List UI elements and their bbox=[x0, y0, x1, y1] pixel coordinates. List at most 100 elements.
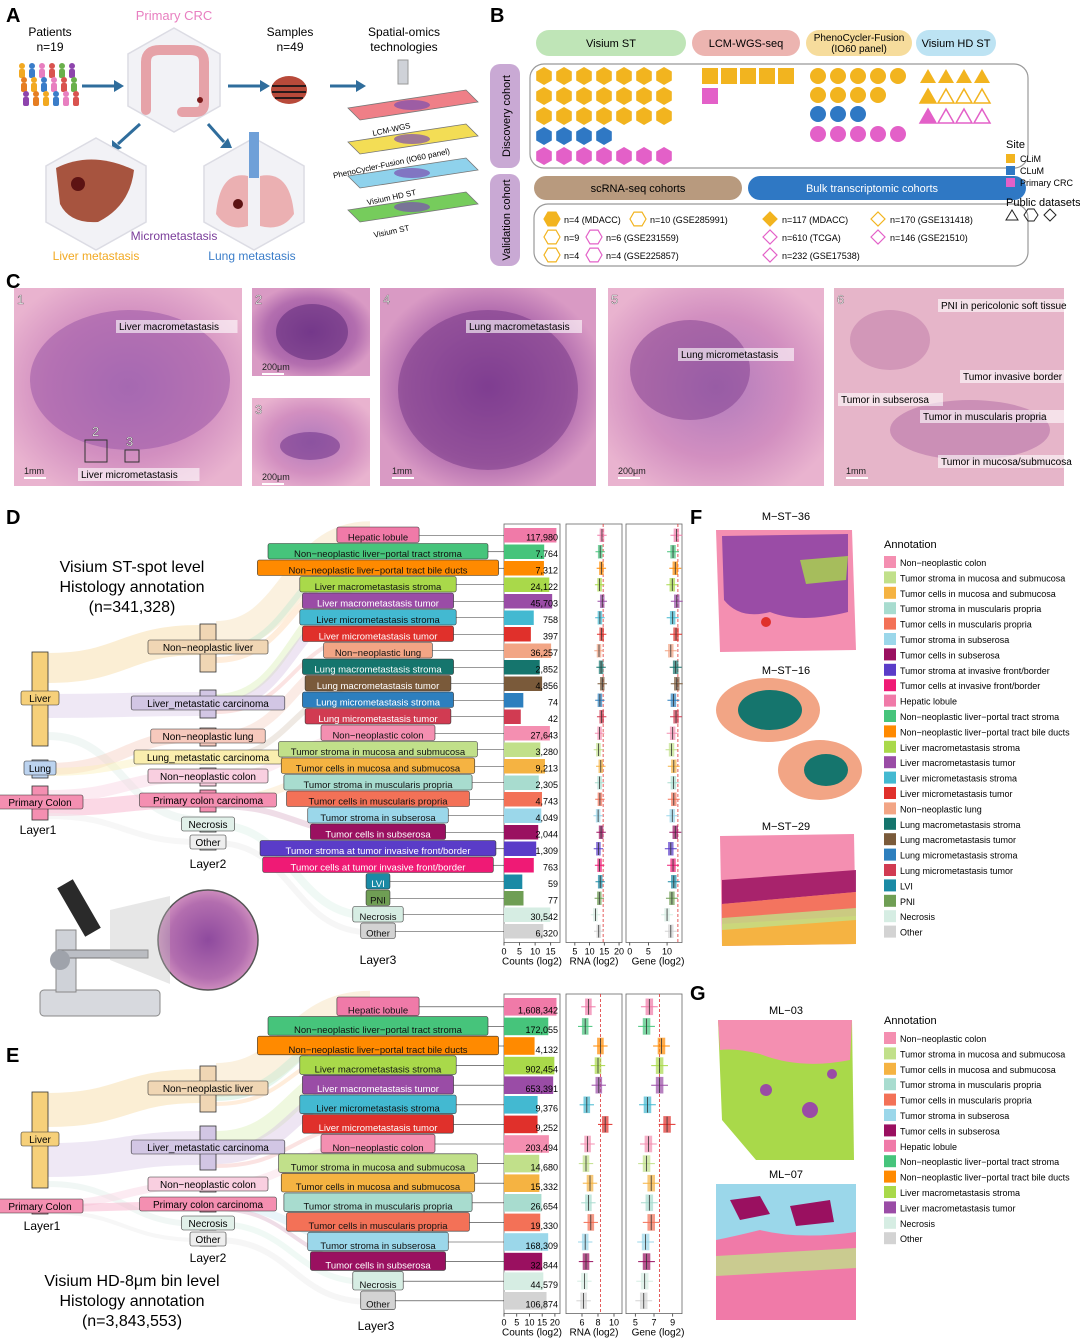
counts-label: 4,743 bbox=[535, 797, 558, 807]
tech-header-label: LCM-WGS-seq bbox=[709, 38, 784, 50]
samples-label: Samples bbox=[267, 25, 314, 39]
layer3-node-label-bg bbox=[286, 790, 470, 807]
legend-swatch bbox=[884, 571, 896, 584]
counts-label: 9,376 bbox=[535, 1104, 558, 1114]
sample-ml-03: ML−03 bbox=[769, 1005, 803, 1017]
diamond-marker bbox=[870, 229, 886, 245]
legend-label: Lung macrometastasis stroma bbox=[900, 820, 1021, 830]
legend-swatch bbox=[884, 1232, 896, 1245]
hexagon-marker bbox=[556, 67, 572, 85]
layer3-node-label: Lung macrometastasis tumor bbox=[317, 681, 440, 692]
hexagon-marker bbox=[656, 87, 672, 105]
legend-label: Tumor stroma in muscularis propria bbox=[900, 604, 1041, 614]
triangle-marker bbox=[936, 107, 956, 124]
spatial-map-ml-03-spot3 bbox=[827, 1069, 837, 1079]
layer2-node-label: Non−neoplastic liver bbox=[163, 1084, 254, 1095]
person-body-icon bbox=[73, 97, 79, 106]
layer1-node-label-bg bbox=[23, 760, 57, 776]
image-label: Tumor in subserosa bbox=[841, 395, 929, 406]
layer-label: Layer3 bbox=[360, 953, 397, 967]
legend-swatch bbox=[884, 586, 896, 599]
counts-label: 42 bbox=[548, 714, 558, 724]
legend-label: Non−neoplastic liver−portal tract stroma bbox=[900, 1157, 1059, 1167]
counts-bar bbox=[504, 808, 542, 823]
layer3-node-label: Hepatic lobule bbox=[348, 533, 408, 544]
layer3-node-label-bg bbox=[360, 922, 396, 939]
layer3-node-label-bg bbox=[365, 873, 391, 890]
counts-bar bbox=[504, 775, 539, 790]
sankey-flow bbox=[215, 1237, 371, 1305]
panel-letter-f: F bbox=[690, 507, 702, 529]
sankey-flow bbox=[215, 1221, 371, 1286]
axis-tick-label: 5 bbox=[572, 947, 577, 957]
counts-bar bbox=[504, 1056, 555, 1075]
layer1-node-label-bg bbox=[20, 690, 60, 706]
layer3-node-label-bg bbox=[302, 1114, 454, 1134]
panel-a: Patients n=19 Primary CRC Samples n=49 S… bbox=[19, 8, 479, 263]
layer-label: Layer1 bbox=[20, 823, 57, 837]
image-label: Liver macrometastasis bbox=[119, 322, 219, 333]
tech-header-label: PhenoCycler-Fusion bbox=[814, 33, 905, 44]
panel-d-title-3: (n=341,328) bbox=[89, 599, 176, 616]
histology-texture-6b bbox=[890, 400, 1050, 460]
axis-tick-label: 0 bbox=[501, 947, 506, 957]
arrow-down-right bbox=[206, 123, 226, 143]
triangle-marker bbox=[954, 107, 974, 124]
histology-texture-5 bbox=[630, 320, 750, 420]
counts-bar bbox=[504, 1174, 540, 1192]
layer2-node-label-bg bbox=[147, 768, 269, 784]
arrow-down-left bbox=[116, 122, 142, 146]
hexagon-marker bbox=[556, 87, 572, 105]
diamond-legend-icon bbox=[1043, 208, 1057, 222]
counts-bar bbox=[504, 1096, 538, 1114]
hexagon-marker bbox=[576, 127, 592, 145]
layer3-node-label: Liver micrometastasis tumor bbox=[319, 632, 438, 643]
counts-bar bbox=[504, 561, 544, 576]
circle-marker bbox=[810, 126, 826, 142]
layer2-node-label-bg bbox=[147, 1080, 269, 1096]
axis-tick-label: 5 bbox=[646, 947, 651, 957]
layer2-node-label-bg bbox=[130, 695, 286, 711]
hexagon-marker bbox=[556, 147, 572, 165]
legend-label: Non−neoplastic liver−portal tract stroma bbox=[900, 712, 1059, 722]
scale-bar-label: 200μm bbox=[262, 362, 290, 372]
layer3-node-label: PNI bbox=[370, 896, 386, 907]
tech-header-label: (IO60 panel) bbox=[831, 44, 887, 55]
primary-crc-label: Primary CRC bbox=[136, 8, 213, 23]
layer3-node-label: Non−neoplastic liver−portal tract bile d… bbox=[288, 566, 467, 577]
layer3-node-label-bg bbox=[320, 724, 436, 741]
tissue-sample-icon bbox=[271, 76, 307, 104]
arrow-head-2 bbox=[260, 80, 270, 92]
image-label-bg bbox=[920, 410, 1075, 423]
legend-label: Tumor cells in subserosa bbox=[900, 650, 1000, 660]
counts-label: 59 bbox=[548, 879, 558, 889]
hexagon-marker bbox=[576, 107, 592, 125]
circle-marker bbox=[810, 87, 826, 103]
axis-tick-label: 20 bbox=[550, 1318, 560, 1328]
validation-item: n=170 (GSE131418) bbox=[890, 215, 973, 225]
validation-item: n=4 (GSE225857) bbox=[606, 251, 679, 261]
layer2-node-label-bg bbox=[130, 1139, 286, 1155]
person-icon bbox=[61, 77, 67, 83]
layer3-node-label: Non−neoplastic liver−portal tract stroma bbox=[294, 549, 463, 560]
panel-letter-e: E bbox=[6, 1045, 19, 1067]
person-body-icon bbox=[49, 69, 55, 78]
legend-swatch bbox=[884, 1216, 896, 1229]
site-legend-label: CLiM bbox=[1020, 154, 1041, 164]
person-icon bbox=[51, 77, 57, 83]
layer3-node-label: Tumor cells in subserosa bbox=[325, 830, 431, 841]
legend-label: Lung macrometastasis tumor bbox=[900, 835, 1016, 845]
sankey-flow bbox=[47, 1210, 201, 1242]
tissue-sample-lines bbox=[272, 85, 306, 99]
validation-cohort-box bbox=[533, 203, 1029, 267]
person-icon bbox=[53, 91, 59, 97]
counts-label: 26,654 bbox=[530, 1202, 558, 1212]
person-body-icon bbox=[33, 97, 39, 106]
counts-label: 397 bbox=[543, 632, 558, 642]
person-body-icon bbox=[19, 69, 25, 78]
axis-tick-label: 10 bbox=[530, 947, 540, 957]
legend-swatch bbox=[884, 802, 896, 815]
subpanel-number: 6 bbox=[837, 292, 844, 307]
